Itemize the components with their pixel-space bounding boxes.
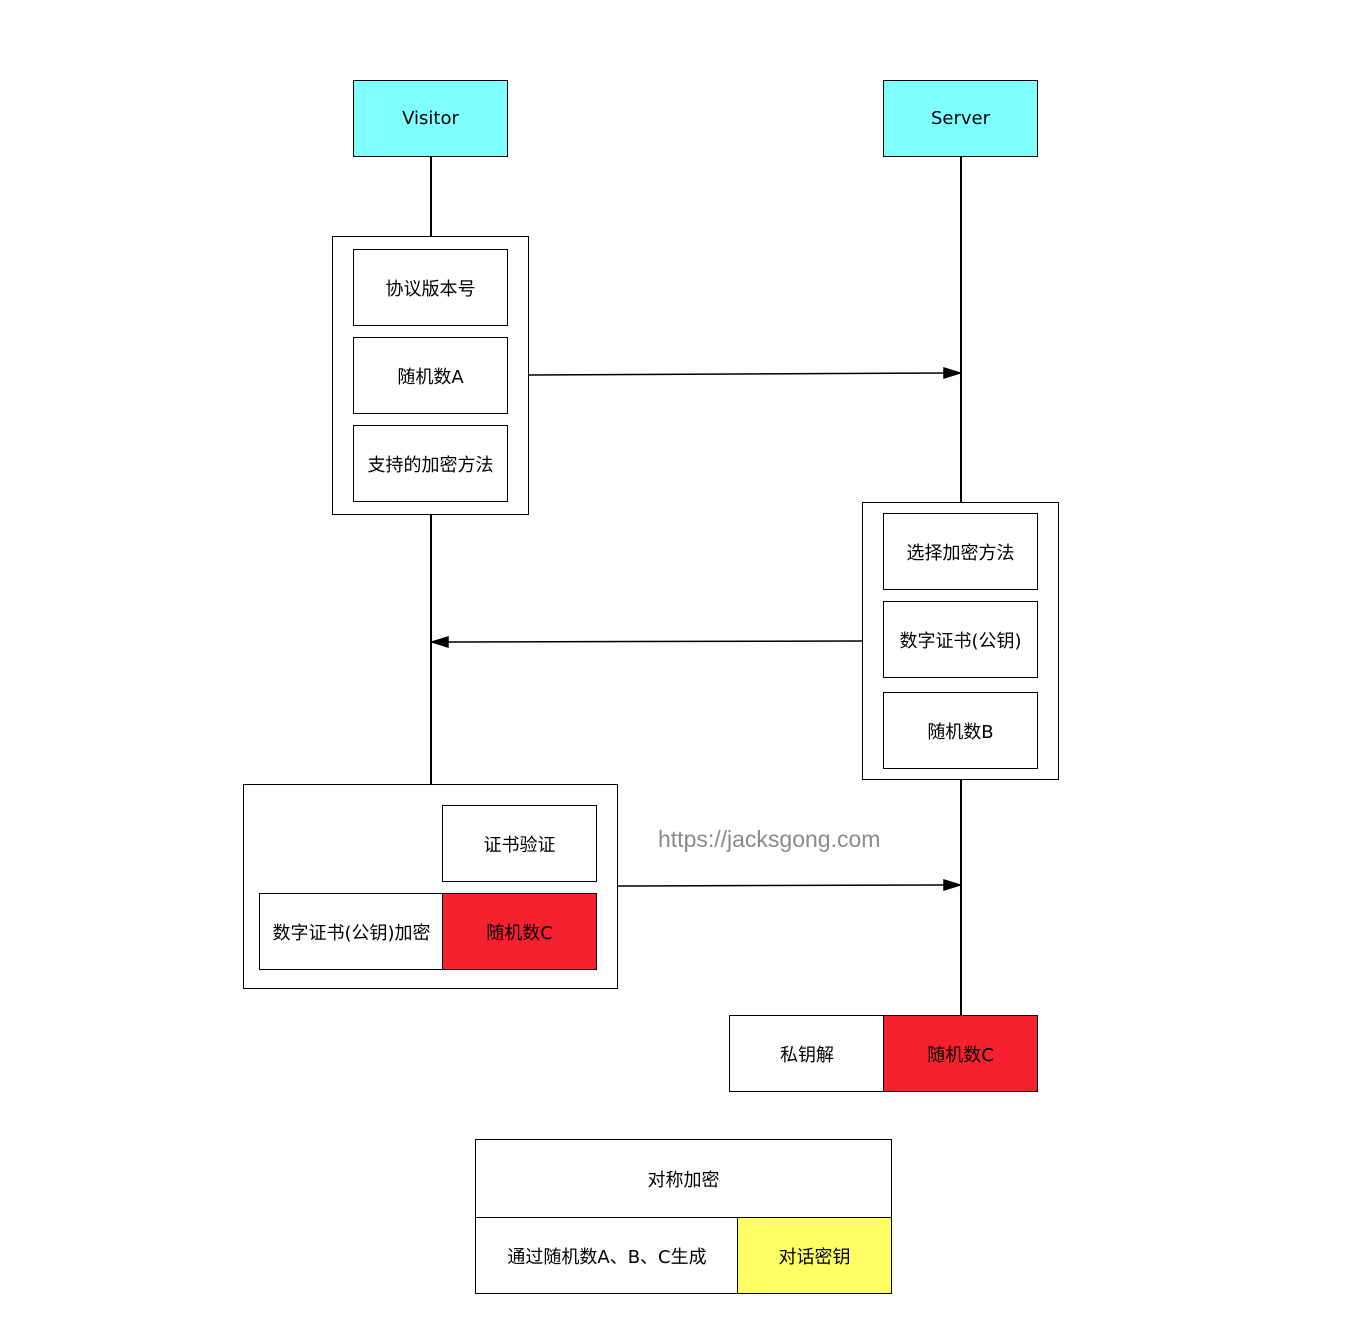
random-b-box: 随机数B bbox=[883, 692, 1038, 769]
session-key-box: 对话密钥 bbox=[737, 1217, 892, 1294]
visitor-label: Visitor bbox=[402, 108, 459, 129]
arrowhead-client-hello bbox=[943, 366, 963, 380]
protocol-version-label: 协议版本号 bbox=[385, 278, 476, 300]
client-random-c-label: 随机数C bbox=[486, 922, 553, 944]
server-lifeline-bottom bbox=[960, 779, 962, 1016]
arrow-client-key bbox=[616, 884, 947, 887]
arrow-client-hello bbox=[527, 372, 947, 376]
watermark-url: https://jacksgong.com bbox=[658, 826, 881, 852]
symmetric-title-box: 对称加密 bbox=[475, 1139, 892, 1218]
visitor-lifeline-middle bbox=[430, 514, 432, 785]
private-key-decrypt-box: 私钥解 bbox=[729, 1015, 885, 1092]
encrypt-with-cert-label: 数字证书(公钥)加密 bbox=[272, 922, 431, 944]
certificate-box: 数字证书(公钥) bbox=[883, 601, 1038, 678]
server-label: Server bbox=[930, 108, 991, 129]
choose-cipher-box: 选择加密方法 bbox=[883, 513, 1038, 590]
client-random-c-box: 随机数C bbox=[442, 893, 597, 970]
protocol-version-box: 协议版本号 bbox=[353, 249, 508, 326]
symmetric-title-label: 对称加密 bbox=[647, 1169, 720, 1191]
server-random-c-label: 随机数C bbox=[927, 1044, 994, 1066]
choose-cipher-label: 选择加密方法 bbox=[906, 542, 1015, 564]
arrowhead-server-hello bbox=[429, 635, 449, 649]
random-b-label: 随机数B bbox=[927, 721, 994, 743]
visitor-actor: Visitor bbox=[353, 80, 508, 157]
private-key-decrypt-label: 私钥解 bbox=[780, 1044, 834, 1066]
cipher-methods-label: 支持的加密方法 bbox=[367, 454, 494, 476]
arrow-server-hello bbox=[446, 640, 864, 643]
arrowhead-client-key bbox=[943, 878, 963, 892]
cipher-methods-box: 支持的加密方法 bbox=[353, 425, 508, 502]
generate-key-label: 通过随机数A、B、C生成 bbox=[507, 1246, 707, 1268]
generate-key-box: 通过随机数A、B、C生成 bbox=[475, 1217, 739, 1294]
cert-verify-box: 证书验证 bbox=[442, 805, 597, 882]
server-lifeline-top bbox=[960, 157, 962, 503]
server-random-c-box: 随机数C bbox=[883, 1015, 1038, 1092]
server-actor: Server bbox=[883, 80, 1038, 157]
session-key-label: 对话密钥 bbox=[778, 1246, 851, 1268]
random-a-label: 随机数A bbox=[397, 366, 464, 388]
encrypt-with-cert-box: 数字证书(公钥)加密 bbox=[259, 893, 444, 970]
random-a-box: 随机数A bbox=[353, 337, 508, 414]
certificate-label: 数字证书(公钥) bbox=[899, 630, 1022, 652]
visitor-lifeline-top bbox=[430, 157, 432, 237]
cert-verify-label: 证书验证 bbox=[483, 834, 556, 856]
